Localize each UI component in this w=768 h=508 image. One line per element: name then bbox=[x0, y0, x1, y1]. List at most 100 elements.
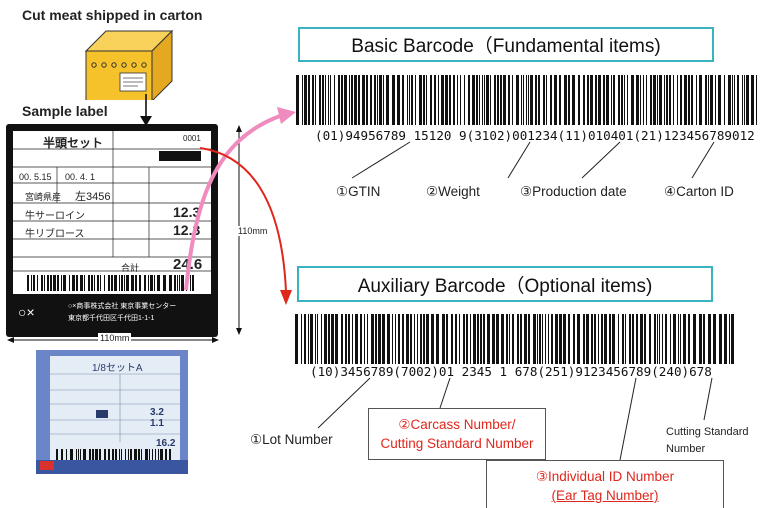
barcode-bar bbox=[530, 75, 533, 125]
barcode-bar bbox=[734, 75, 735, 125]
barcode-bar bbox=[729, 314, 730, 364]
aux-barcode-number: (10)3456789(7002)01 2345 1 678(251)91234… bbox=[310, 364, 712, 379]
barcode-bar bbox=[451, 314, 453, 364]
barcode-bar bbox=[542, 314, 543, 364]
barcode-bar bbox=[731, 314, 734, 364]
barcode-bar bbox=[680, 314, 681, 364]
barcode-bar bbox=[392, 75, 395, 125]
barcode-bar bbox=[543, 75, 545, 125]
barcode-bar bbox=[594, 314, 596, 364]
callout-gtin: ①GTIN bbox=[336, 184, 381, 199]
barcode-bar bbox=[76, 449, 77, 461]
barcode-bar bbox=[654, 314, 656, 364]
barcode-bar bbox=[115, 449, 117, 461]
barcode-bar bbox=[47, 275, 49, 291]
barcode-bar bbox=[535, 75, 537, 125]
barcode-bar bbox=[395, 314, 396, 364]
barcode-bar bbox=[88, 275, 90, 291]
barcode-bar bbox=[646, 75, 647, 125]
barcode-bar bbox=[130, 449, 132, 461]
barcode-bar bbox=[411, 75, 413, 125]
barcode-bar bbox=[111, 275, 113, 291]
barcode-bar bbox=[154, 275, 155, 291]
barcode-bar bbox=[526, 75, 527, 125]
barcode-bar bbox=[61, 275, 62, 291]
barcode-bar bbox=[688, 75, 690, 125]
barcode-bar bbox=[406, 314, 409, 364]
barcode-bar bbox=[625, 314, 626, 364]
barcode-bar bbox=[587, 75, 589, 125]
barcode-bar bbox=[99, 449, 101, 461]
barcode-bar bbox=[621, 75, 623, 125]
barcode-bar bbox=[631, 75, 634, 125]
barcode-bar bbox=[398, 314, 400, 364]
callout-production-date: ③Production date bbox=[520, 184, 627, 199]
barcode-bar bbox=[598, 75, 601, 125]
barcode-bar bbox=[728, 75, 731, 125]
barcode-bar bbox=[419, 75, 422, 125]
barcode-bar bbox=[705, 75, 707, 125]
barcode-bar bbox=[436, 314, 439, 364]
barcode-bar bbox=[457, 75, 458, 125]
barcode-bar bbox=[627, 75, 628, 125]
basic-callout-lines bbox=[351, 141, 715, 179]
barcode-bar bbox=[138, 449, 140, 461]
barcode-bar bbox=[636, 75, 639, 125]
barcode-bar bbox=[629, 314, 631, 364]
indiv-line1: ③Individual ID Number bbox=[535, 469, 675, 484]
barcode-bar bbox=[606, 75, 609, 125]
barcode-bar bbox=[612, 314, 615, 364]
barcode-bar bbox=[104, 275, 105, 291]
barcode-bar bbox=[169, 275, 172, 291]
barcode-bar bbox=[484, 75, 485, 125]
aux-barcode bbox=[295, 314, 734, 364]
barcode-bar bbox=[70, 449, 73, 461]
barcode-bar bbox=[177, 275, 178, 291]
barcode-bar bbox=[506, 314, 508, 364]
barcode-bar bbox=[165, 449, 167, 461]
barcode-bar bbox=[355, 314, 358, 364]
barcode-bar bbox=[423, 314, 425, 364]
barcode-bar bbox=[335, 314, 338, 364]
down-arrow bbox=[140, 94, 152, 126]
barcode-bar bbox=[304, 75, 307, 125]
barcode-bar bbox=[662, 314, 663, 364]
barcode-bar bbox=[351, 75, 353, 125]
sample-label: 半頭セット 0001 00. 5.15 00. 4. 1 宮崎県産 左3456 … bbox=[6, 124, 218, 337]
barcode-bar bbox=[577, 314, 580, 364]
indiv-line2: (Ear Tag Number) bbox=[551, 488, 659, 503]
barcode-bar bbox=[466, 314, 468, 364]
barcode-bar bbox=[598, 314, 599, 364]
barcode-bar bbox=[104, 449, 106, 461]
sample-label-title: Sample label bbox=[22, 103, 108, 119]
barcode-bar bbox=[301, 314, 302, 364]
label-address: 東京都千代田区千代田1-1-1 bbox=[68, 315, 155, 322]
callout-carton-id: ④Carton ID bbox=[664, 184, 734, 199]
barcode-bar bbox=[121, 275, 123, 291]
barcode-bar bbox=[426, 75, 427, 125]
barcode-bar bbox=[322, 75, 324, 125]
label-mark: ○× bbox=[18, 304, 35, 320]
barcode-bar bbox=[308, 75, 310, 125]
barcode-bar bbox=[349, 75, 350, 125]
barcode-bar bbox=[141, 449, 142, 461]
barcode-bar bbox=[383, 75, 384, 125]
barcode-bar bbox=[334, 75, 335, 125]
barcode-bar bbox=[56, 449, 58, 461]
barcode-bar bbox=[751, 75, 754, 125]
barcode-bar bbox=[480, 314, 482, 364]
barcode-bar bbox=[371, 314, 374, 364]
barcode-bar bbox=[487, 314, 490, 364]
barcode-bar bbox=[468, 75, 470, 125]
barcode-bar bbox=[315, 75, 316, 125]
carcass-line1: ②Carcass Number/ bbox=[398, 417, 516, 432]
barcode-bar bbox=[719, 314, 722, 364]
barcode-bar bbox=[441, 75, 444, 125]
barcode-bar bbox=[417, 314, 418, 364]
barcode-bar bbox=[449, 75, 451, 125]
barcode-bar bbox=[699, 314, 702, 364]
carton-box-illustration bbox=[84, 29, 174, 100]
barcode-bar bbox=[119, 275, 120, 291]
barcode-bar bbox=[114, 275, 117, 291]
barcode-bar bbox=[509, 314, 510, 364]
